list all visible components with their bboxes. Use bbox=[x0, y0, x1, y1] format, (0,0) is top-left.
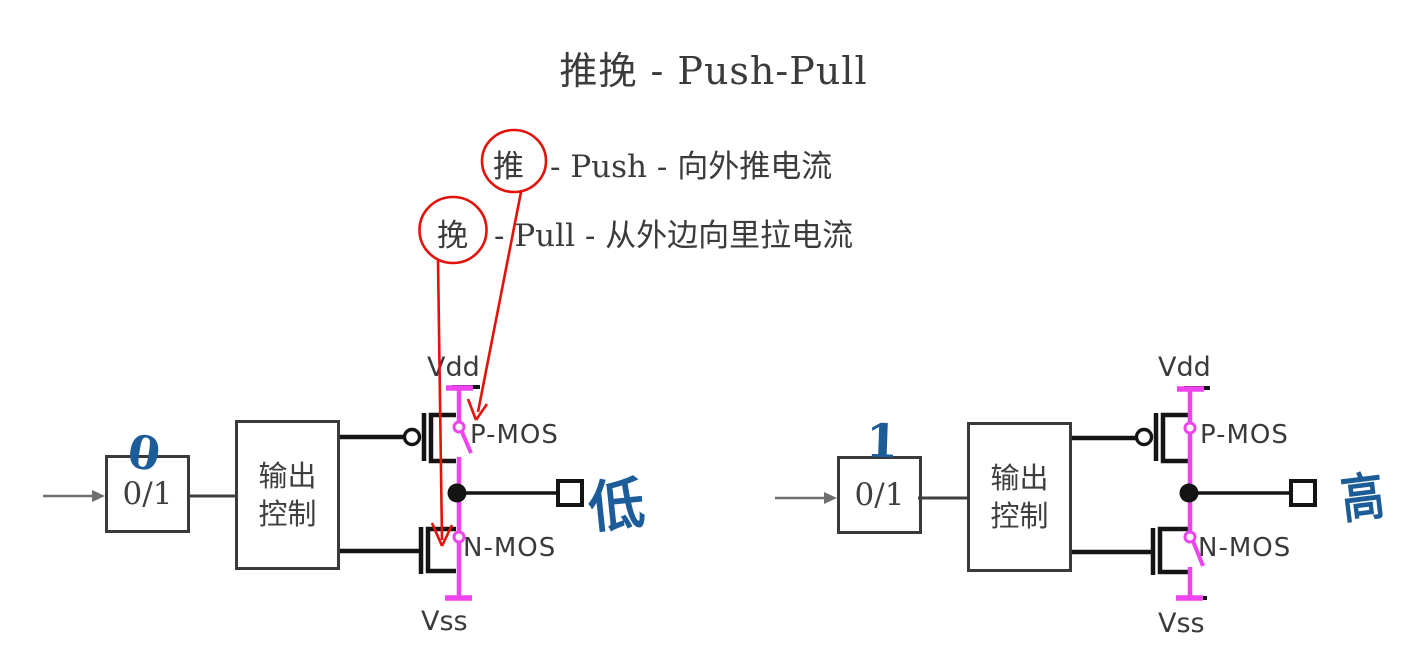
right-nmos-switch-open bbox=[1183, 530, 1197, 544]
right-nmos-symbol bbox=[1072, 526, 1188, 575]
note-push: 推 - Push - 向外推电流 bbox=[493, 141, 832, 186]
page-title: 推挽 - Push-Pull bbox=[559, 49, 868, 93]
right-pmos-label: P-MOS bbox=[1200, 420, 1289, 450]
right-control-label-line2: 控制 bbox=[990, 499, 1049, 533]
note-pull: 挽 - Pull - 从外边向里拉电流 bbox=[437, 210, 853, 255]
note-push-text: - Push - 向外推电流 bbox=[550, 149, 833, 185]
right-signal-box: 0/1 bbox=[837, 456, 922, 534]
right-output-node bbox=[1179, 483, 1199, 503]
note-pull-text: - Pull - 从外边向里拉电流 bbox=[494, 218, 854, 254]
left-output-node bbox=[447, 483, 467, 503]
right-control-label-line1: 输出 bbox=[990, 461, 1049, 495]
right-vss-label: Vss bbox=[1158, 608, 1205, 639]
right-output-control-box: 输出 控制 bbox=[967, 422, 1072, 572]
right-vdd-label: Vdd bbox=[1158, 352, 1211, 383]
right-pmos-switch-closed bbox=[1183, 421, 1197, 435]
left-pmos-symbol bbox=[340, 412, 456, 464]
right-input-arrow bbox=[775, 492, 837, 504]
left-control-label-line2: 控制 bbox=[258, 497, 317, 531]
left-pmos-gate-bubble bbox=[402, 427, 422, 447]
right-output-terminal bbox=[1289, 479, 1317, 507]
right-output-handwritten-note: 高 bbox=[1337, 466, 1388, 532]
left-input-arrow bbox=[43, 490, 105, 502]
left-source-drain-path bbox=[445, 385, 473, 601]
left-pmos-switch-open bbox=[452, 420, 466, 434]
left-signal-box: 0/1 bbox=[105, 455, 190, 533]
left-vdd-label: Vdd bbox=[427, 352, 480, 383]
right-input-handwritten-value: 1 bbox=[865, 413, 899, 469]
note-push-keyword: 推 bbox=[493, 149, 524, 185]
left-output-handwritten-note: 低 bbox=[585, 471, 648, 542]
note-pull-keyword: 挽 bbox=[437, 218, 468, 254]
left-control-label-line1: 输出 bbox=[258, 459, 317, 493]
right-nmos-label: N-MOS bbox=[1198, 533, 1292, 563]
left-output-control-box: 输出 控制 bbox=[235, 420, 340, 570]
left-output-terminal bbox=[556, 479, 584, 507]
left-vss-label: Vss bbox=[421, 606, 468, 637]
right-pmos-gate-bubble bbox=[1134, 427, 1154, 447]
pull-to-nmos-arrow bbox=[430, 259, 454, 547]
left-nmos-symbol bbox=[340, 526, 456, 574]
left-pmos-label: P-MOS bbox=[470, 420, 559, 450]
right-pmos-symbol bbox=[1072, 412, 1188, 464]
left-nmos-label: N-MOS bbox=[463, 533, 557, 563]
